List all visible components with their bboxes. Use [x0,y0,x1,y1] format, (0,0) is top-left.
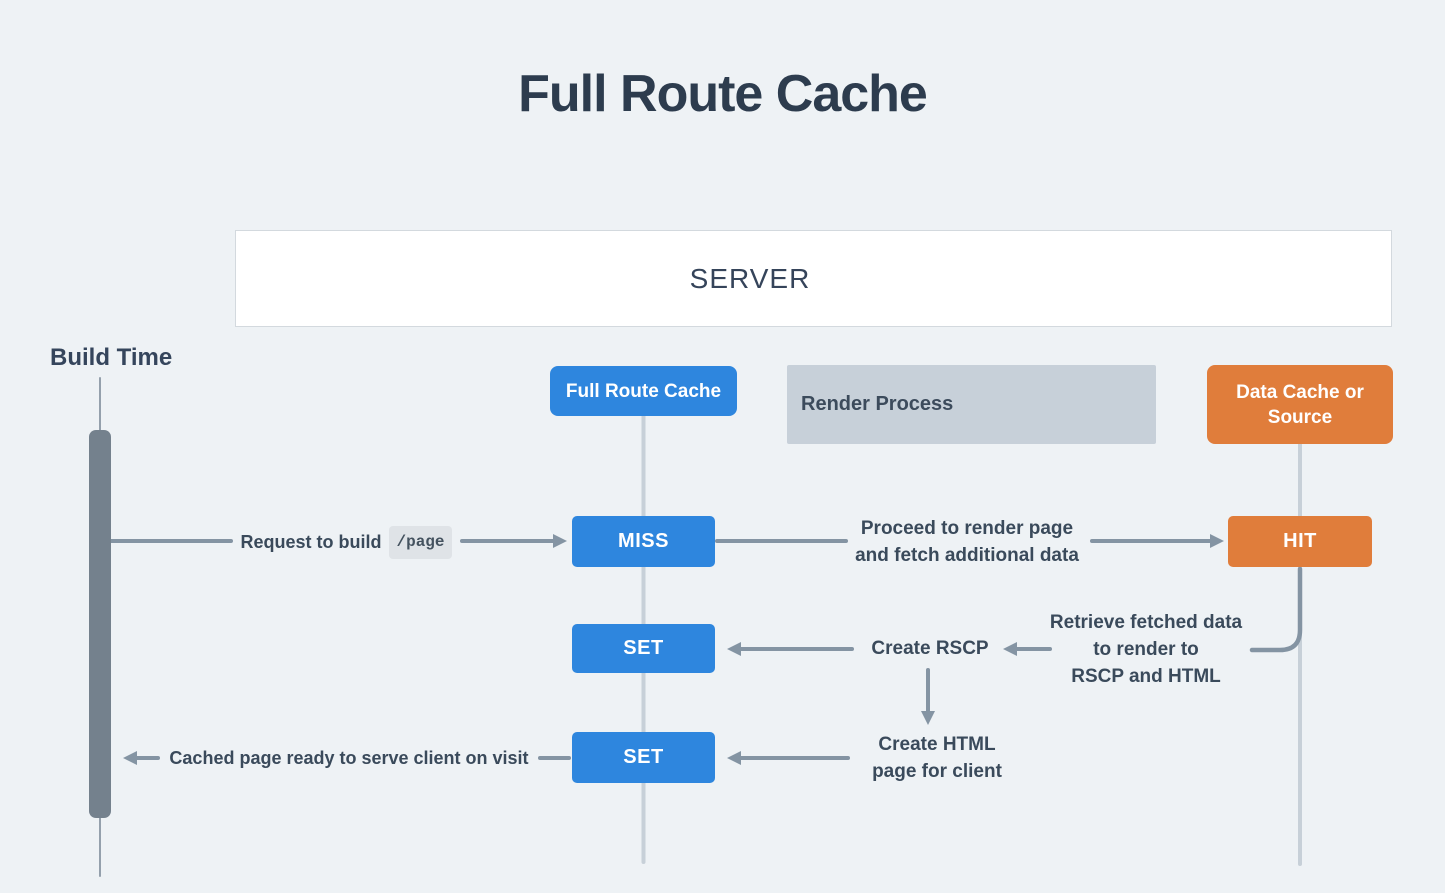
flow-proceed-line1: Proceed to render page [860,518,1074,539]
flow-request-to-build: Request to build /page [232,525,460,559]
arrowhead-into-set1 [727,642,741,656]
lane-label-data-cache-line1: Data Cache or [1236,381,1364,403]
flow-retrieve-line1: Retrieve fetched data [1049,612,1243,633]
arrowhead-to-build-bar [123,751,137,765]
flow-cached-page-ready: Cached page ready to serve client on vis… [169,747,529,768]
server-label: SERVER [689,262,811,294]
lane-box-render-process: Render Process [787,365,1156,444]
flow-retrieve-line3: RSCP and HTML [1071,666,1221,687]
node-miss: MISS [572,516,715,567]
connector-hit-elbow [1249,566,1303,653]
flow-create-rscp: Create RSCP [871,638,989,659]
flow-create-html-line2: page for client [872,761,1002,782]
flow-create-html-line1: Create HTML [878,734,996,755]
lane-label-render-process-text: Render Process [801,393,954,415]
arrowhead-into-miss [553,534,567,548]
lane-label-full-route-cache: Full Route Cache [550,366,737,416]
page-title: Full Route Cache [518,65,928,123]
build-time-label: Build Time [50,344,173,371]
node-set-html: SET [572,732,715,783]
flow-proceed-line2: and fetch additional data [855,545,1079,566]
flow-retrieve-line2: to render to [1093,639,1199,660]
flow-retrieve-fetched-data: Retrieve fetched data to render to RSCP … [1041,609,1251,690]
flow-create-html: Create HTML page for client [852,731,1022,785]
flow-request-to-build-text: Request to build [240,531,382,552]
arrowhead-into-hit [1210,534,1224,548]
node-hit: HIT [1228,516,1372,567]
server-box: SERVER [235,230,1392,327]
arrowhead-down-create-html [921,711,935,725]
arrowhead-into-create-rscp [1003,642,1017,656]
build-timeline-bar [89,430,111,818]
page-route-code-chip: /page [389,525,452,559]
lane-label-data-cache-line2: Source [1267,406,1333,428]
node-set-rscp: SET [572,624,715,673]
lane-label-data-cache: Data Cache or Source [1207,365,1393,444]
flow-proceed-to-render: Proceed to render page and fetch additio… [842,515,1092,569]
lane-label-full-route-cache-text: Full Route Cache [565,380,722,402]
arrowhead-into-set2 [727,751,741,765]
